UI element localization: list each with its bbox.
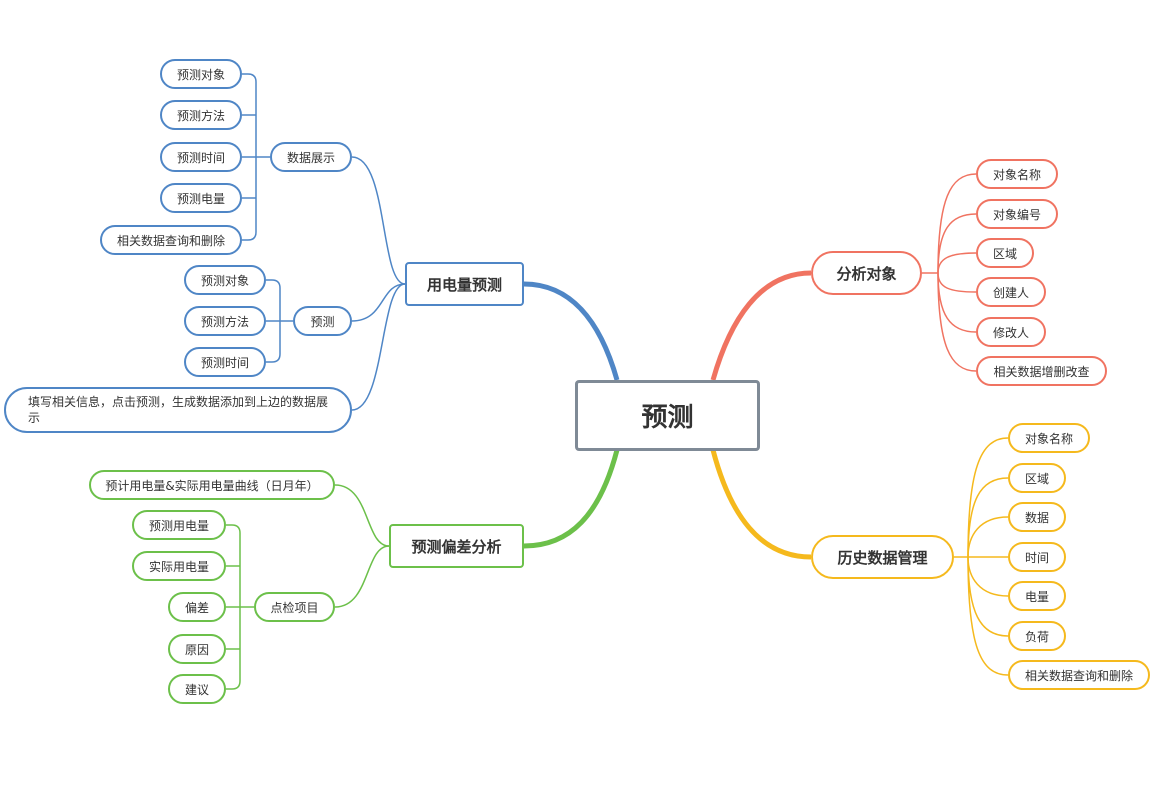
leaf-history-data[interactable]: 数据 [1008,502,1066,532]
leaf-reason[interactable]: 原因 [168,634,226,664]
leaf-region[interactable]: 区域 [976,238,1034,268]
connector-root-history [710,449,812,560]
leaf-predict-object[interactable]: 预测对象 [184,265,266,295]
connector-root-forecast [523,281,620,381]
leaf-object-code[interactable]: 对象编号 [976,199,1058,229]
leaf-history-object-name[interactable]: 对象名称 [1008,423,1090,453]
subtopic-predict[interactable]: 预测 [293,306,352,336]
leaf-forecast-method[interactable]: 预测方法 [160,100,242,130]
leaf-deviation[interactable]: 偏差 [168,592,226,622]
leaf-predict-method[interactable]: 预测方法 [184,306,266,336]
topic-forecast[interactable]: 用电量预测 [405,262,524,306]
connector-root-analysis [710,270,812,381]
leaf-history-time[interactable]: 时间 [1008,542,1066,572]
leaf-creator[interactable]: 创建人 [976,277,1046,307]
subtopic-data-display[interactable]: 数据展示 [270,142,352,172]
leaf-object-name[interactable]: 对象名称 [976,159,1058,189]
leaf-forecast-object[interactable]: 预测对象 [160,59,242,89]
forecast-connectors [242,73,406,411]
leaf-curve[interactable]: 预计用电量&实际用电量曲线（日月年） [89,470,335,500]
root-node[interactable]: 预测 [575,380,760,451]
leaf-predict-time[interactable]: 预测时间 [184,347,266,377]
leaf-history-power[interactable]: 电量 [1008,581,1066,611]
leaf-suggestion[interactable]: 建议 [168,674,226,704]
analysis-connectors [922,173,977,372]
leaf-crud[interactable]: 相关数据增删改查 [976,356,1107,386]
history-connectors [954,437,1009,676]
leaf-actual-power[interactable]: 实际用电量 [132,551,226,581]
topic-analysis[interactable]: 分析对象 [811,251,922,295]
topic-deviation[interactable]: 预测偏差分析 [389,524,524,568]
leaf-modifier[interactable]: 修改人 [976,317,1046,347]
leaf-history-load[interactable]: 负荷 [1008,621,1066,651]
leaf-forecast-time[interactable]: 预测时间 [160,142,242,172]
deviation-connectors [226,484,390,690]
leaf-history-query-delete[interactable]: 相关数据查询和删除 [1008,660,1150,690]
leaf-forecast-power[interactable]: 预测电量 [160,183,242,213]
connector-root-deviation [523,449,620,549]
forecast-note[interactable]: 填写相关信息，点击预测，生成数据添加到上边的数据展示 [4,387,352,433]
leaf-expected-power[interactable]: 预测用电量 [132,510,226,540]
leaf-history-region[interactable]: 区域 [1008,463,1066,493]
subtopic-inspection[interactable]: 点检项目 [254,592,335,622]
topic-history[interactable]: 历史数据管理 [811,535,954,579]
leaf-query-delete[interactable]: 相关数据查询和删除 [100,225,242,255]
